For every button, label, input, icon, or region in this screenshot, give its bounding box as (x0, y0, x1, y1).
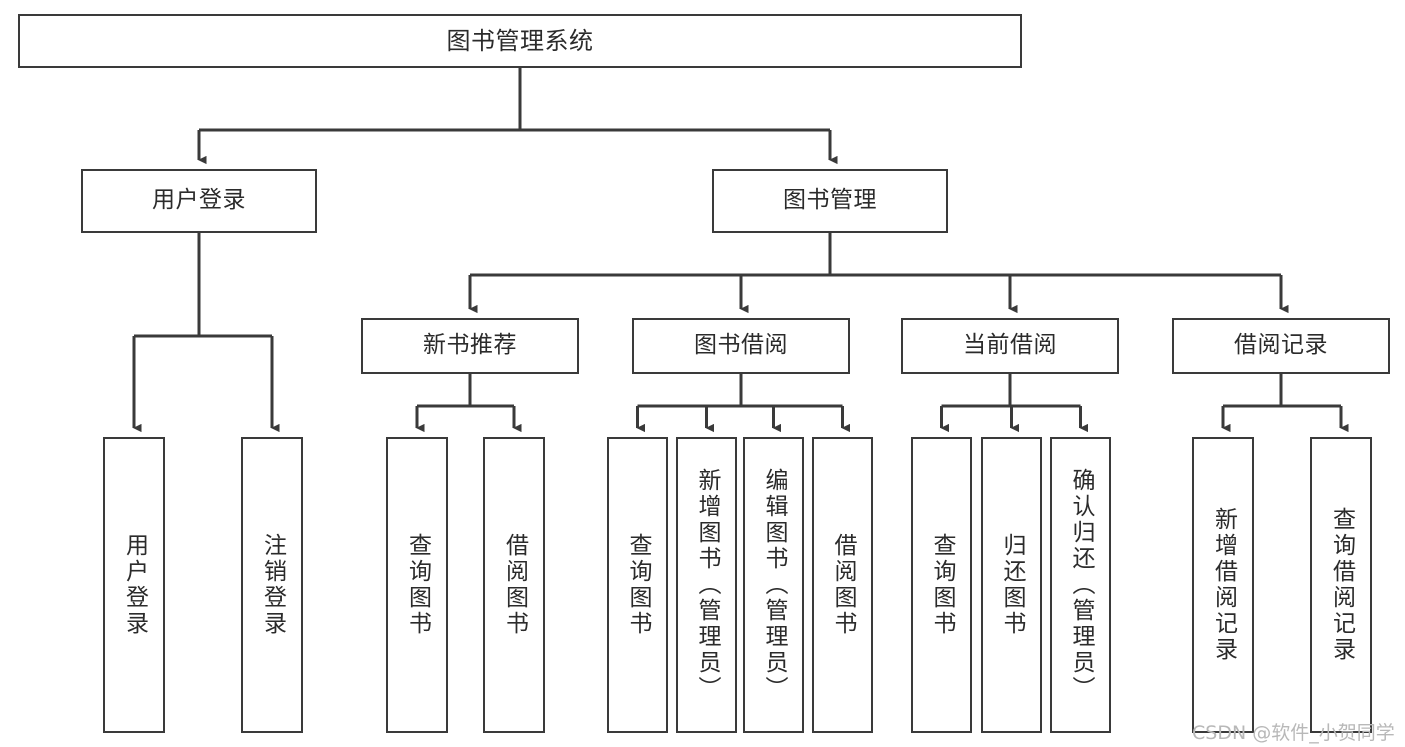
leaf-add-book-admin[interactable]: 新增图书（管理员） (676, 437, 737, 733)
leaf-user-login[interactable]: 用户登录 (103, 437, 165, 733)
leaf-recommend-query-book[interactable]: 查询图书 (386, 437, 448, 733)
node-label: 当前借阅 (963, 332, 1057, 359)
node-label: 查询图书 (404, 533, 431, 637)
leaf-borrow-query-book[interactable]: 查询图书 (607, 437, 668, 733)
node-label: 归还图书 (999, 533, 1025, 637)
node-label: 用户登录 (121, 533, 148, 637)
node-book-borrow[interactable]: 图书借阅 (632, 318, 850, 374)
node-current-borrow[interactable]: 当前借阅 (901, 318, 1119, 374)
node-label: 查询借阅记录 (1328, 507, 1355, 663)
node-label: 借阅记录 (1234, 332, 1328, 359)
csdn-watermark: CSDN @软件_小贺同学 (1192, 722, 1395, 744)
node-label: 新增图书（管理员） (694, 468, 720, 702)
node-borrow-record[interactable]: 借阅记录 (1172, 318, 1390, 374)
leaf-user-logout[interactable]: 注销登录 (241, 437, 303, 733)
leaf-return-book[interactable]: 归还图书 (981, 437, 1042, 733)
leaf-borrow-book[interactable]: 借阅图书 (812, 437, 873, 733)
leaf-recommend-borrow-book[interactable]: 借阅图书 (483, 437, 545, 733)
node-label: 图书管理 (783, 187, 877, 214)
node-new-book-recommend[interactable]: 新书推荐 (361, 318, 579, 374)
node-label: 用户登录 (152, 187, 246, 214)
leaf-query-borrow-record[interactable]: 查询借阅记录 (1310, 437, 1372, 733)
leaf-add-borrow-record[interactable]: 新增借阅记录 (1192, 437, 1254, 733)
node-label: 图书管理系统 (446, 26, 594, 55)
node-book-management[interactable]: 图书管理 (712, 169, 948, 233)
leaf-current-query-book[interactable]: 查询图书 (911, 437, 972, 733)
node-label: 借阅图书 (830, 533, 856, 637)
node-label: 编辑图书（管理员） (761, 468, 787, 702)
node-label: 借阅图书 (501, 533, 528, 637)
leaf-edit-book-admin[interactable]: 编辑图书（管理员） (743, 437, 804, 733)
node-label: 注销登录 (259, 533, 286, 637)
node-label: 查询图书 (929, 533, 955, 637)
node-label: 查询图书 (625, 533, 651, 637)
node-root-system[interactable]: 图书管理系统 (18, 14, 1022, 68)
node-label: 新增借阅记录 (1210, 507, 1237, 663)
node-label: 新书推荐 (423, 332, 517, 359)
leaf-confirm-return-admin[interactable]: 确认归还（管理员） (1050, 437, 1111, 733)
node-label: 确认归还（管理员） (1068, 468, 1094, 702)
node-user-login[interactable]: 用户登录 (81, 169, 317, 233)
node-label: 图书借阅 (694, 332, 788, 359)
